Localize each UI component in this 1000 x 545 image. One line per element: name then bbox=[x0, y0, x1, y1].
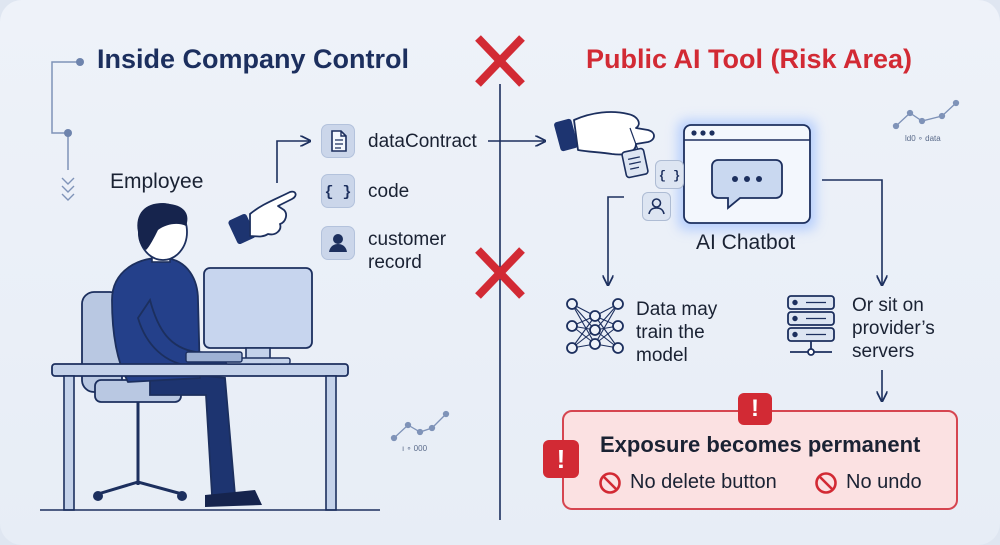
pointing-hand-icon bbox=[228, 190, 297, 245]
hand-with-data-tags-icon bbox=[554, 111, 655, 179]
server-rack-icon bbox=[787, 295, 835, 356]
decor-caption-left: ı ∘ 000 bbox=[402, 444, 428, 453]
to-servers-arrow bbox=[822, 179, 882, 284]
person-icon bbox=[321, 226, 355, 260]
timeline-decoration bbox=[51, 58, 84, 201]
hand-to-data-arrow bbox=[276, 141, 309, 183]
red-x-middle bbox=[475, 247, 525, 299]
alert-title: Exposure becomes permanent bbox=[600, 432, 921, 457]
sparkline-decoration-left bbox=[390, 410, 450, 442]
warning-badge-top: ! bbox=[738, 393, 772, 425]
to-train-arrow bbox=[608, 196, 624, 284]
data-item-label-code: code bbox=[368, 181, 410, 202]
neural-network-icon bbox=[566, 298, 624, 354]
sparkline-decoration-right bbox=[892, 99, 960, 130]
alert-item-no-undo: No undo bbox=[846, 471, 922, 493]
alert-item-no-delete: No delete button bbox=[630, 471, 777, 493]
employee-illustration bbox=[40, 203, 380, 511]
person-icon bbox=[642, 192, 671, 221]
provider-servers-label: Or sit on provider’s servers bbox=[852, 295, 935, 362]
prohibited-icon bbox=[599, 472, 621, 494]
inside-company-title: Inside Company Control bbox=[97, 44, 410, 74]
prohibited-icon bbox=[815, 472, 837, 494]
chatbot-label: AI Chatbot bbox=[696, 231, 796, 254]
exposure-alert-box bbox=[562, 410, 958, 510]
code-braces-icon: { } bbox=[655, 160, 684, 189]
svg-text:{ }: { } bbox=[324, 184, 351, 201]
train-model-label: Data may train the model bbox=[636, 299, 718, 366]
document-icon bbox=[321, 124, 355, 158]
svg-text:{ }: { } bbox=[659, 169, 681, 183]
employee-label: Employee bbox=[110, 170, 204, 193]
warning-badge-left: ! bbox=[543, 440, 579, 478]
data-item-label-customer: customer record bbox=[368, 229, 447, 273]
decor-caption-right: ld0 ∘ data bbox=[905, 134, 941, 143]
code-braces-icon: { } bbox=[321, 174, 355, 208]
red-x-top bbox=[475, 35, 525, 87]
ai-chatbot-window bbox=[678, 120, 816, 230]
data-item-label-contract: dataContract bbox=[368, 131, 477, 152]
public-ai-title: Public AI Tool (Risk Area) bbox=[586, 44, 913, 74]
